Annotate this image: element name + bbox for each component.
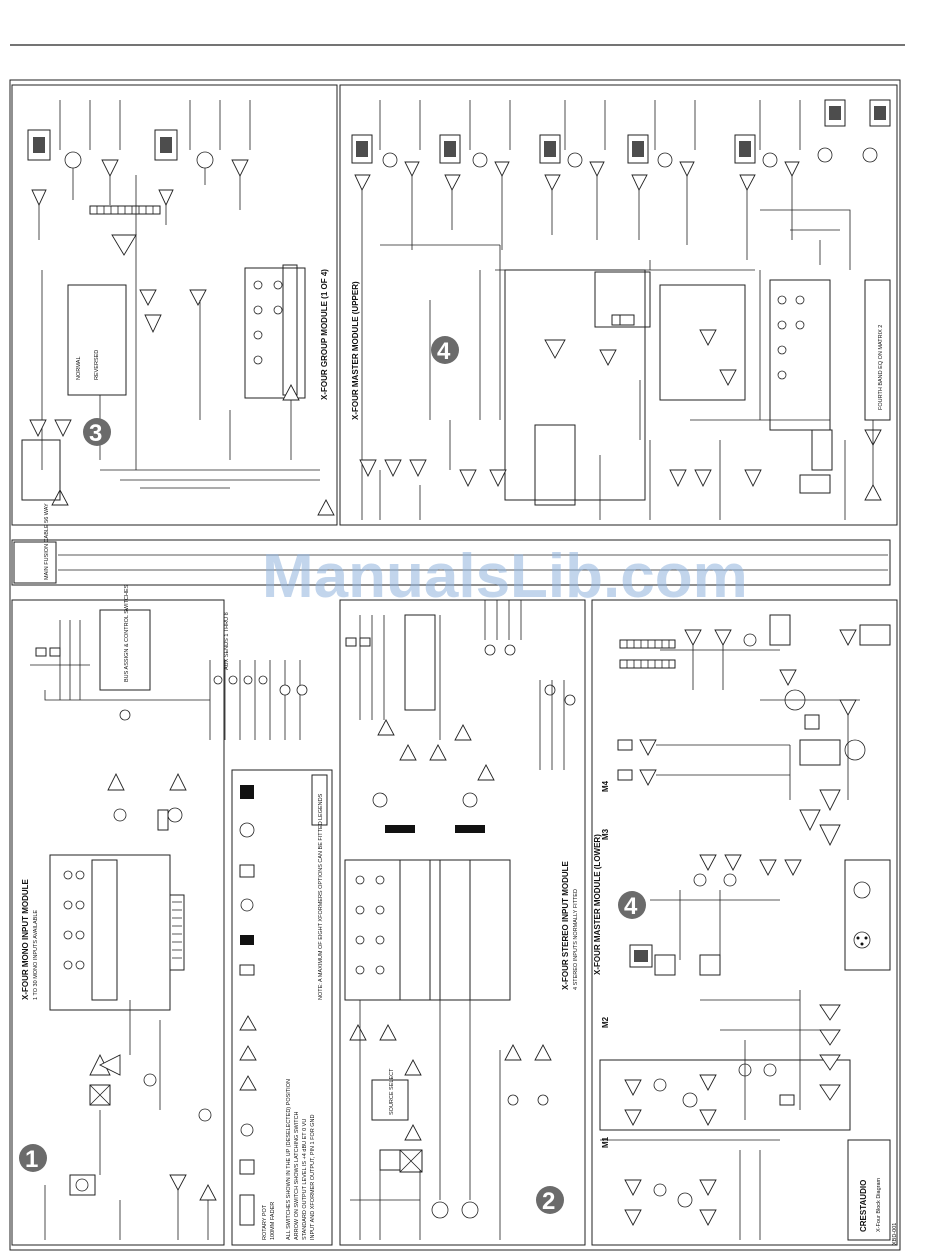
legend-frame	[231, 769, 333, 1246]
legend-note-2: ARROW ON SWITCH SHOWS LATCHING SWITCH	[294, 1111, 300, 1240]
lamp-socket-box	[844, 859, 891, 971]
stereo-eq-box	[344, 859, 511, 1001]
legend-note-1: ALL SWITCHES SHOWN IN THE UP (DESELECTED…	[286, 1079, 292, 1240]
mono-input-module: BUS ASSIGN & CONTROL SWITCHES X-FOUR MON…	[19, 584, 217, 1240]
legend-item-fader: 100MM FADER	[270, 1202, 276, 1240]
section-m3: M3	[601, 828, 610, 840]
legend-title: LEGENDS	[318, 793, 324, 820]
mono-number: 1	[25, 1146, 38, 1173]
mono-input-frame	[11, 599, 225, 1246]
master-xlr-row	[351, 134, 756, 164]
master-upper-module: FOURTH BAND EQ ON MATRIX 2 X-FOUR MASTER…	[351, 99, 891, 520]
brand-title: X-Four Block Diagram	[876, 1177, 882, 1232]
master-lower-frame	[591, 599, 898, 1246]
stereo-bus-assign	[404, 614, 436, 711]
mono-input-title: X-FOUR MONO INPUT MODULE	[21, 878, 30, 1000]
group-module-frame	[11, 84, 338, 526]
section-m2: M2	[601, 1016, 610, 1028]
stereo-source-select	[371, 1079, 409, 1121]
stereo-input-module: X-FOUR STEREO INPUT MODULE 4 STEREO INPU…	[344, 600, 579, 1240]
master-upper-frame	[339, 84, 898, 526]
solo-meter-left	[619, 639, 676, 649]
group-xlr-1	[27, 129, 51, 207]
stereo-input-frame	[339, 599, 586, 1246]
section-m1: M1	[601, 1136, 610, 1148]
brand-name: CRESTAUDIO	[859, 1180, 868, 1232]
watermark: ManualsLib.com	[262, 542, 748, 611]
fusion-bus	[11, 539, 891, 586]
stereo-number: 2	[542, 1188, 555, 1215]
master-lower-title: X-FOUR MASTER MODULE (LOWER)	[593, 834, 602, 975]
group-number-badge	[83, 418, 111, 446]
solo-meter-right	[619, 659, 676, 669]
master-fourth-eq	[864, 279, 891, 421]
brand-code: XBD-001	[892, 1223, 898, 1245]
legend-note-4: INPUT AND XFORMER OUTPUT, PIN 1 FOR GND	[310, 1114, 316, 1240]
master-ff-box	[594, 271, 651, 328]
section-m4: M4	[601, 780, 610, 792]
aux-sends-mono: AUX SENDS 1 THRU 8	[209, 612, 308, 740]
mono-input-sub: 1 TO 30 MONO INPUTS AVAILABLE	[33, 910, 39, 1000]
master-upper-number: 4	[437, 338, 451, 365]
legend-note-3: STANDARD OUTPUT LEVEL IS +4 dBU ET 0 VU	[302, 1119, 308, 1240]
master-lower-module: X-FOUR MASTER MODULE (LOWER) M1 M2 M3 M4…	[593, 614, 898, 1245]
mono-bus-assign-label: BUS ASSIGN & CONTROL SWITCHES	[124, 584, 130, 682]
group-reverse-box	[67, 284, 127, 396]
aux-sends-label: AUX SENDS 1 THRU 8	[224, 612, 230, 670]
master-fourth-eq-label: FOURTH BAND EQ ON MATRIX 2	[878, 325, 884, 410]
bus-label: MAIN FUSION CABLE 56 WAY	[44, 503, 50, 580]
group-xlr-2	[154, 129, 178, 207]
group-reverse-reversed: REVERSED	[94, 350, 100, 380]
group-number: 3	[89, 420, 102, 447]
mono-bus-assign	[99, 609, 151, 691]
stereo-input-sub: 4 STEREO INPUTS NORMALLY FITTED	[573, 889, 579, 990]
group-gc-amp-2	[196, 151, 214, 169]
legend: LEGENDS ALL SWITCHES SHOWN IN THE UP (DE…	[239, 774, 328, 1240]
monitor-out-block	[599, 1059, 851, 1131]
master-upper-title: X-FOUR MASTER MODULE (UPPER)	[351, 281, 360, 420]
group-module-title: X-FOUR GROUP MODULE (1 OF 4)	[320, 269, 329, 400]
legend-note-5: NOTE: A MAXIMUM OF EIGHT XFORMERS OPTION…	[318, 821, 324, 1000]
group-bus-switches	[21, 439, 61, 501]
legend-item-rotary: ROTARY POT	[262, 1204, 268, 1240]
group-eq-box	[244, 267, 306, 399]
mono-number-badge	[19, 1144, 47, 1172]
group-reverse-normal: NORMAL	[76, 356, 82, 380]
master-lower-number: 4	[624, 893, 638, 920]
brand-box	[847, 1139, 891, 1241]
master-eq-box	[769, 279, 831, 431]
group-module: NORMAL REVERSED X-FOUR GROUP MODULE (1 O…	[21, 100, 335, 516]
group-gc-amp-1	[64, 151, 82, 169]
source-select-label: SOURCE SELECT	[389, 1068, 395, 1115]
stereo-number-badge	[536, 1186, 564, 1214]
master-reverse-box	[534, 424, 576, 506]
master-aux-box	[659, 284, 746, 401]
stereo-input-title: X-FOUR STEREO INPUT MODULE	[561, 860, 570, 990]
outer-frame	[9, 79, 901, 1251]
master-upper-number-badge	[431, 336, 459, 364]
master-lower-number-badge	[618, 891, 646, 919]
